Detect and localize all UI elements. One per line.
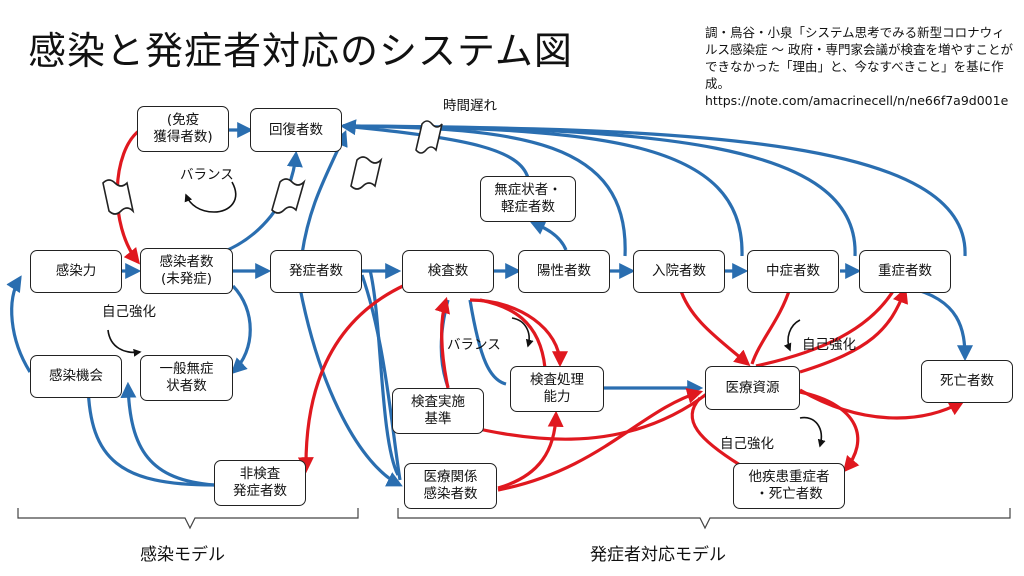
loop-markers [107,181,826,448]
delay-mark-3 [350,156,383,190]
source-note: 調・鳥谷・小泉「システム思考でみる新型コロナウィルス感染症 〜 政府・専門家会議… [705,24,1017,109]
delay-mark-1 [102,179,135,215]
label-reinforce-1: 自己強化 [102,304,156,320]
arrow-asymptomatic-recovered [339,119,530,179]
page-title: 感染と発症者対応のシステム図 [28,29,573,73]
node-mild-general: 一般無症 状者数 [140,355,233,401]
arrow-criteria-tests-red [434,296,450,389]
loop-balance-1 [184,181,237,213]
label-balance-1: バランス [180,167,234,183]
node-severe: 重症者数 [859,250,951,293]
brace-infection [17,508,359,530]
arrow-staff-capacity [497,410,564,490]
label-delay: 時間遅れ [443,98,497,114]
node-capacity: 検査処理 能力 [510,366,604,412]
arrow-medical-deaths [799,388,965,420]
node-positive: 陽性者数 [518,250,610,293]
arrow-deaths-recovered [342,124,967,257]
arrow-untested-opportunity-2 [86,384,215,487]
section-braces [17,508,1011,530]
arrow-other-medical [690,396,741,467]
brace-response [397,508,1011,530]
arrow-capacity-tests [479,298,547,369]
arrow-medical-other [799,390,860,473]
section-response-model: 発症者対応モデル [590,545,726,565]
node-other-patients: 他疾患重症者 ・死亡者数 [733,463,845,509]
delay-mark-2 [271,178,306,214]
source-url[interactable]: https://note.com/amacrinecell/n/ne66f7a9… [705,93,1009,108]
delay-marks [102,120,443,215]
node-recovered: 回復者数 [250,108,342,152]
arrow-positive-asymptomatic [529,220,568,251]
arrow-moderate-medical [750,287,792,365]
arrow-untested-opportunity [120,381,215,487]
loop-balance-2 [511,317,534,348]
arrow-symptomatic-staff-2 [360,274,402,481]
node-tests: 検査数 [402,250,494,293]
node-infected: 感染者数 (未発症) [140,248,233,294]
loop-reinforce-1 [107,329,142,357]
source-note-text: 調・鳥谷・小泉「システム思考でみる新型コロナウィルス感染症 〜 政府・専門家会議… [705,25,1013,91]
node-immune: (免疫 獲得者数) [137,106,229,152]
node-hospitalized: 入院者数 [633,250,725,293]
delay-mark-4 [415,120,443,154]
node-symptomatic: 発症者数 [270,250,362,293]
node-deaths: 死亡者数 [921,360,1013,403]
node-opportunity: 感染機会 [30,355,122,398]
blue-arrows [6,119,973,487]
arrow-staff-medical [497,388,704,492]
node-infectivity: 感染力 [30,250,122,293]
label-balance-2: バランス [447,337,501,353]
loop-reinforce-3 [799,416,826,448]
arrow-opportunity-infectivity [6,275,32,373]
node-moderate: 中症者数 [747,250,839,293]
arrow-severe-deaths [909,286,973,362]
section-infection-model: 感染モデル [140,545,225,565]
node-criteria: 検査実施 基準 [392,388,484,434]
node-untested: 非検査 発症者数 [214,460,306,506]
arrow-tests-staff [368,269,400,476]
arrow-medical-severe [799,287,908,374]
node-medical: 医療資源 [705,366,800,410]
arrow-hospital-medical [678,287,751,367]
arrow-severe-medical [755,287,897,368]
node-asymptomatic: 無症状者・ 軽症者数 [480,176,576,222]
node-staff-infected: 医療関係 感染者数 [404,463,497,509]
loop-reinforce-2 [783,319,801,352]
arrow-infected-mild [230,284,252,375]
arrow-tests-capacity-blue [468,299,507,386]
arrow-symptomatic-staff [298,287,403,487]
label-reinforce-3: 自己強化 [720,436,774,452]
label-reinforce-2: 自己強化 [802,337,856,353]
arrow-tests-untested [297,283,406,474]
